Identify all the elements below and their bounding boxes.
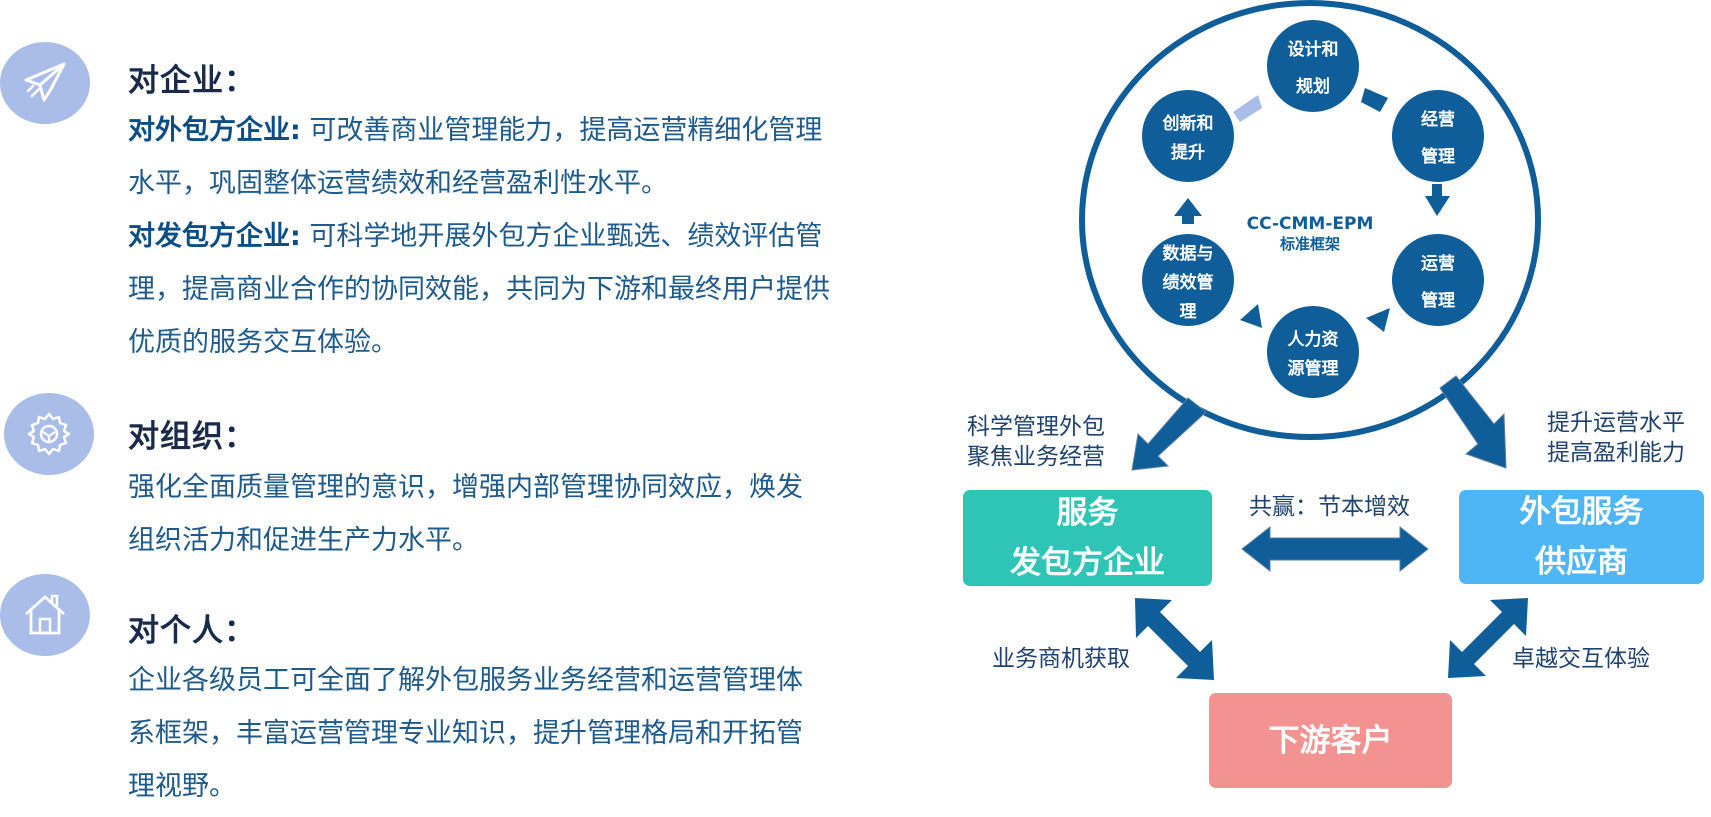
center-line1: CC-CMM-EPM: [1246, 214, 1374, 234]
box-line: 服务: [1056, 495, 1119, 531]
label-line: 提高盈利能力: [1547, 440, 1685, 466]
node-line: 数据与: [1162, 243, 1214, 264]
cycle-arrow-icon: [1233, 95, 1262, 122]
paper-plane-icon: [0, 42, 90, 124]
cycle-arrow-icon: [1361, 88, 1388, 112]
node-design-planning: 设计和 规划: [1267, 20, 1359, 112]
experience-double-arrow: [1448, 598, 1528, 678]
node-line: 经营: [1421, 110, 1455, 130]
cycle-arrow-icon: [1174, 198, 1202, 216]
node-line: 设计和: [1287, 40, 1339, 60]
downstream-customer-box: 下游客户: [1209, 693, 1452, 788]
node-innovation: 创新和 提升: [1142, 90, 1234, 182]
node-line: 创新和: [1162, 114, 1214, 134]
left-down-arrow: [1131, 397, 1207, 471]
right-benefit-label: 提升运营水平 提高盈利能力: [1547, 408, 1685, 468]
label-line: 聚焦业务经营: [967, 444, 1105, 470]
box-line: 供应商: [1535, 544, 1628, 580]
box-line: 发包方企业: [1010, 545, 1165, 581]
center-line2: 标准框架: [1279, 235, 1340, 253]
business-double-arrow: [1135, 598, 1214, 680]
node-hr-management: 人力资 源管理: [1267, 306, 1359, 398]
box-line: 下游客户: [1268, 722, 1393, 759]
cycle-arrow-icon: [1240, 304, 1262, 328]
node-line: 源管理: [1287, 359, 1339, 379]
enterprise-contractor-paragraph: 对发包方企业: 可科学地开展外包方企业甄选、绩效评估管理，提高商业合作的协同效能…: [128, 210, 848, 369]
win-double-arrow: [1241, 525, 1429, 573]
contractor-text: 可科学地开展外包方企业甄选、绩效评估管理，提高商业合作的协同效能，共同为下游和最…: [128, 221, 830, 358]
contractor-enterprise-box: 服务 发包方企业: [963, 490, 1212, 586]
node-line: 运营: [1421, 254, 1455, 274]
contractor-label: 对发包方企业:: [128, 221, 301, 252]
interaction-experience-label: 卓越交互体验: [1512, 646, 1650, 672]
label-line: 提升运营水平: [1547, 410, 1685, 436]
node-line: 提升: [1171, 143, 1205, 163]
node-line: 理: [1179, 301, 1197, 322]
node-line: 管理: [1421, 147, 1455, 167]
organization-text: 强化全面质量管理的意识，增强内部管理协同效应，焕发组织活力和促进生产力水平。: [128, 472, 803, 556]
node-line: 绩效管: [1162, 272, 1214, 293]
individual-text: 企业各级员工可全面了解外包服务业务经营和运营管理体系框架，丰富运营管理专业知识，…: [128, 665, 803, 802]
framework-center-label: CC-CMM-EPM 标准框架: [1240, 214, 1380, 254]
house-icon: [0, 574, 90, 656]
cycle-arrow-icon: [1366, 308, 1390, 332]
business-opportunity-label: 业务商机获取: [992, 646, 1130, 672]
right-down-arrow: [1439, 375, 1507, 469]
enterprise-outsourcer-paragraph: 对外包方企业: 可改善商业管理能力，提高运营精细化管理水平，巩固整体运营绩效和经…: [128, 104, 848, 210]
gear-icon: [4, 393, 94, 475]
left-benefit-label: 科学管理外包 聚焦业务经营: [967, 412, 1105, 472]
win-label: 共赢：节本增效: [1249, 494, 1410, 520]
node-data-performance: 数据与 绩效管 理: [1142, 234, 1234, 326]
outsourcer-text: 可改善商业管理能力，提高运营精细化管理水平，巩固整体运营绩效和经营盈利性水平。: [128, 115, 823, 199]
individual-title: 对个人：: [128, 613, 256, 649]
node-line: 管理: [1421, 291, 1455, 311]
outsourcing-provider-box: 外包服务 供应商: [1459, 490, 1704, 584]
outsourcer-label: 对外包方企业:: [128, 115, 301, 146]
box-line: 外包服务: [1519, 494, 1644, 530]
organization-title: 对组织：: [128, 419, 256, 455]
label-line: 科学管理外包: [967, 414, 1105, 440]
cycle-arrow-icon: [1425, 196, 1450, 216]
node-line: 人力资: [1287, 330, 1339, 350]
enterprise-title: 对企业：: [128, 63, 256, 99]
node-business-management: 经营 管理: [1392, 90, 1484, 182]
node-operations-management: 运营 管理: [1392, 234, 1484, 326]
node-line: 规划: [1296, 77, 1330, 97]
